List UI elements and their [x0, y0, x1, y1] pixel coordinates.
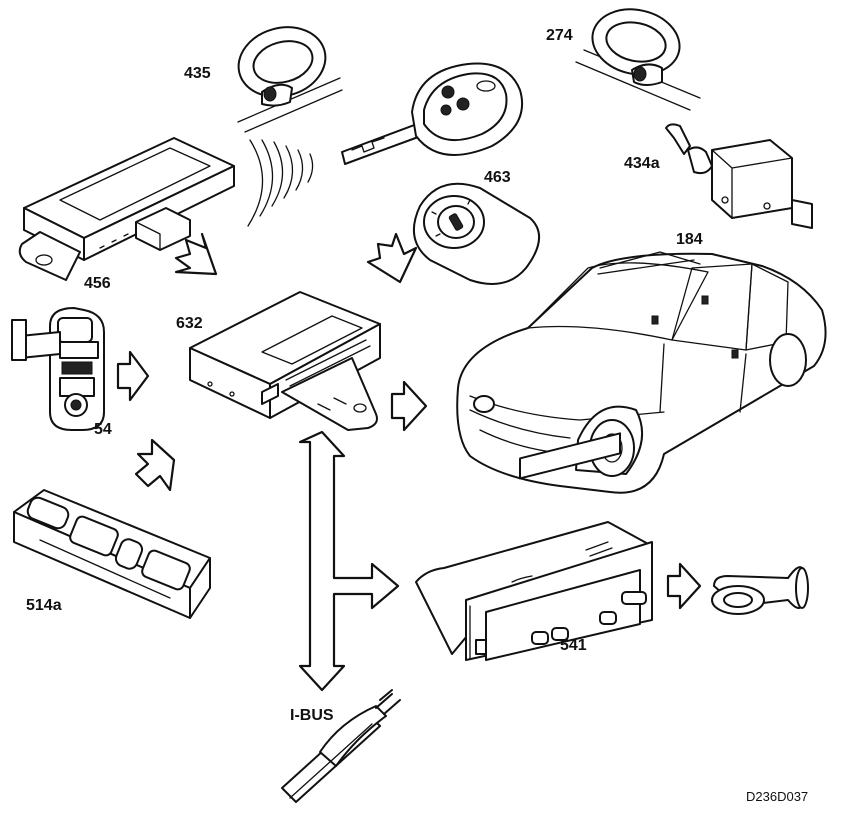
label-274: 274 — [546, 27, 573, 44]
control-module-632 — [189, 291, 381, 431]
arrow-632-to-car — [390, 380, 428, 432]
car-184 — [456, 251, 827, 494]
door-handle-274 — [575, 8, 701, 111]
arrow-463-to-632 — [366, 232, 418, 284]
label-463: 463 — [484, 169, 511, 186]
display-541 — [415, 432, 653, 661]
arrow-456-to-632 — [174, 232, 218, 276]
flow-arrows — [116, 232, 702, 610]
label-184: 184 — [676, 231, 703, 248]
label-514a: 514a — [26, 597, 62, 614]
switch-54 — [11, 307, 105, 431]
label-632: 632 — [176, 315, 203, 332]
ibus-cable — [281, 689, 401, 803]
arrow-514a-to-632 — [134, 438, 176, 492]
signal-waves — [247, 139, 314, 227]
horn — [711, 566, 809, 615]
arrow-541-to-horn — [666, 562, 702, 610]
window-switch-panel-514a — [13, 489, 211, 619]
label-435: 435 — [184, 65, 211, 82]
label-456: 456 — [84, 275, 111, 292]
label-434a: 434a — [624, 155, 660, 172]
remote-key — [341, 62, 524, 165]
ignition-switch-463 — [413, 182, 540, 285]
arrow-54-to-632 — [116, 350, 150, 402]
drawing-code: D236D037 — [746, 789, 809, 804]
ibus-arrow — [298, 430, 400, 692]
label-ibus: I-BUS — [290, 707, 334, 724]
label-541: 541 — [560, 637, 587, 654]
receiver-456 — [18, 137, 235, 281]
label-54: 54 — [94, 421, 112, 438]
lock-motor-434a — [665, 123, 813, 229]
door-handle-435 — [237, 26, 343, 133]
